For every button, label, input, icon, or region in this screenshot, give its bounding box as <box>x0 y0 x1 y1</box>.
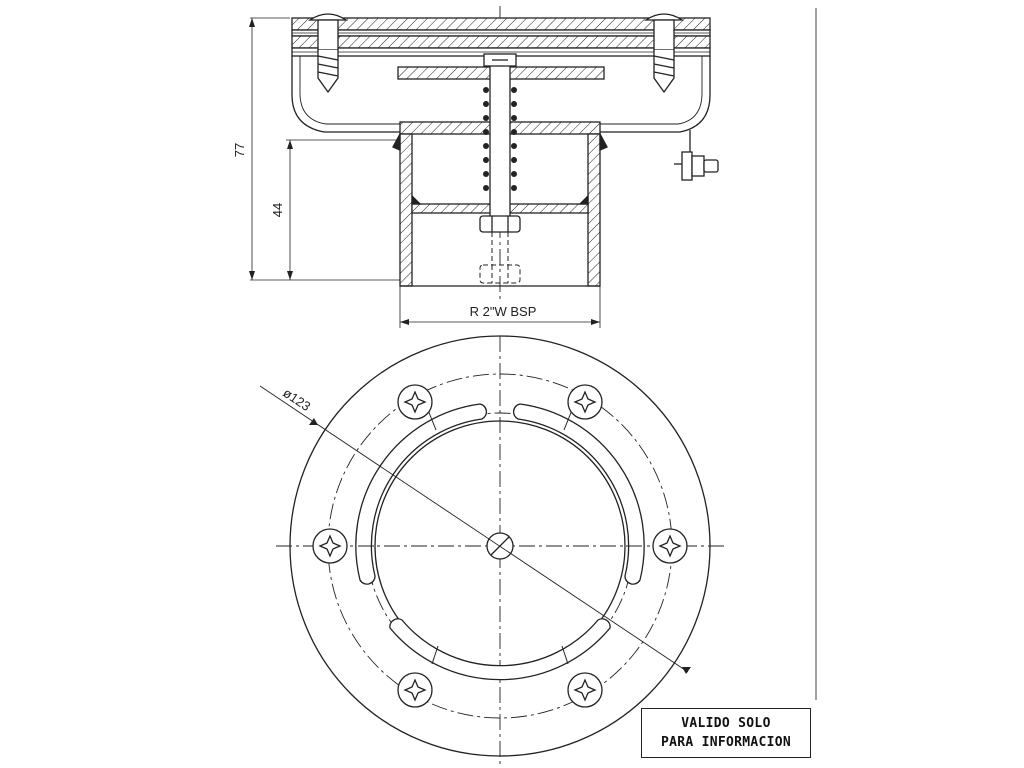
dim-thread: R 2"W BSP <box>470 304 537 319</box>
ground-terminal <box>674 130 719 181</box>
diameter-leader <box>259 385 689 673</box>
nut <box>479 215 521 233</box>
section-view <box>249 6 719 328</box>
body-wall-left <box>399 133 413 287</box>
screw-left <box>307 13 349 94</box>
gasket-plate <box>291 35 711 49</box>
dim-bolt-circle: ø123 <box>280 385 313 414</box>
flange-bowl <box>291 56 711 133</box>
outer-flange <box>289 335 711 757</box>
stamp-line-1: VALIDO SOLO <box>681 716 771 731</box>
plan-view <box>259 335 726 768</box>
body-wall-right <box>587 133 601 287</box>
spindle <box>489 57 511 219</box>
phillips-screws <box>312 384 688 708</box>
info-stamp: VALIDO SOLO PARA INFORMACION <box>641 708 811 758</box>
spring <box>483 87 517 191</box>
dim-overall-height: 77 <box>232 143 247 157</box>
dim-body-height: 44 <box>270 203 285 217</box>
screw-right <box>643 13 685 94</box>
stamp-line-2: PARA INFORMACION <box>660 735 792 750</box>
arc-slots <box>355 403 645 681</box>
